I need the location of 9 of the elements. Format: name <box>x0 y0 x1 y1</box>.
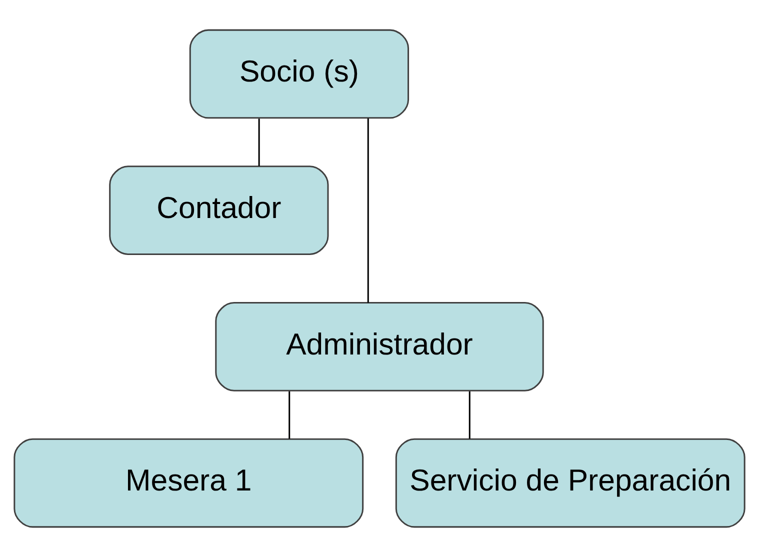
connector <box>367 118 369 302</box>
node-box: Socio (s) <box>189 28 410 118</box>
node-box: Mesera 1 <box>14 438 364 528</box>
connector <box>258 118 260 166</box>
node-box: Servicio de Preparación <box>395 438 746 528</box>
connector <box>288 390 290 438</box>
connector <box>468 390 470 438</box>
node-box: Contador <box>109 165 329 255</box>
node-box: Administrador <box>215 301 544 391</box>
